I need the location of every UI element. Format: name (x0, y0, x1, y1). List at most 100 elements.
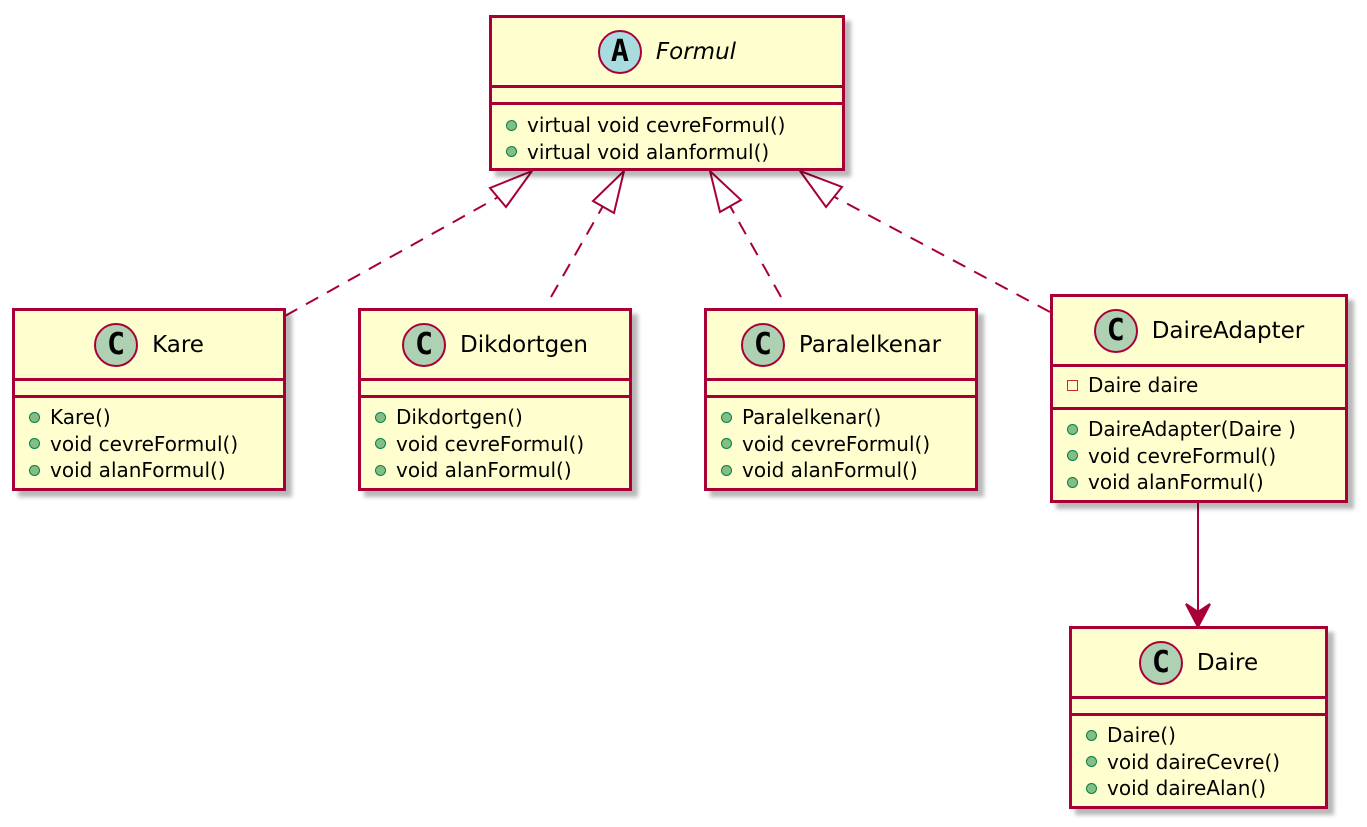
method-list: DaireAdapter(Daire ) void cevreFormul() … (1067, 416, 1337, 496)
method-text: void cevreFormul() (742, 431, 931, 456)
class-icon: C (402, 322, 447, 367)
class-daireadapter[interactable]: C DaireAdapter Daire daire DaireAdapter(… (1050, 294, 1348, 503)
method-text: Paralelkenar() (742, 405, 882, 430)
method-row: void daireAlan() (1086, 775, 1317, 802)
public-visibility-icon (1086, 756, 1097, 768)
private-visibility-icon (1067, 379, 1078, 391)
method-text: void daireCevre() (1107, 749, 1281, 774)
class-header: A Formul (492, 18, 842, 88)
class-name: Kare (152, 331, 204, 358)
attribute-separator (1072, 713, 1325, 716)
method-list: Dikdortgen() void cevreFormul() void ala… (375, 404, 621, 484)
method-text: Daire() (1107, 723, 1176, 748)
method-row: void cevreFormul() (1067, 443, 1337, 470)
method-row: DaireAdapter(Daire ) (1067, 416, 1337, 443)
public-visibility-icon (1086, 782, 1097, 794)
attribute-separator (707, 395, 975, 398)
public-visibility-icon (1067, 450, 1078, 462)
public-visibility-icon (1067, 423, 1078, 435)
method-row: void alanFormul() (721, 457, 967, 484)
public-visibility-icon (29, 464, 40, 476)
method-list: Paralelkenar() void cevreFormul() void a… (721, 404, 967, 484)
public-visibility-icon (1086, 729, 1097, 741)
attribute-separator (492, 102, 842, 105)
method-text: void cevreFormul() (50, 431, 239, 456)
class-daire[interactable]: C Daire Daire() void daireCevre() void d… (1069, 626, 1328, 809)
method-list: virtual void cevreFormul() virtual void … (506, 112, 834, 165)
public-visibility-icon (375, 411, 386, 423)
class-header: C DaireAdapter (1053, 297, 1345, 367)
relation-paralelkenar-formul (729, 205, 782, 298)
public-visibility-icon (29, 438, 40, 450)
class-icon: C (94, 322, 139, 367)
relation-daireadapter-formul (813, 185, 1051, 313)
class-icon: C (1138, 640, 1183, 685)
method-row: void cevreFormul() (29, 431, 275, 458)
public-visibility-icon (375, 464, 386, 476)
class-name: Formul (655, 38, 737, 65)
method-text: void alanFormul() (1088, 470, 1264, 495)
class-name: Dikdortgen (460, 331, 588, 358)
attribute-separator (15, 395, 283, 398)
method-text: void cevreFormul() (1088, 443, 1277, 468)
attribute-row: Daire daire (1067, 372, 1337, 399)
class-name: Daire (1196, 649, 1259, 676)
public-visibility-icon (506, 146, 517, 158)
method-text: void daireAlan() (1107, 776, 1267, 801)
class-header: C Daire (1072, 629, 1325, 699)
method-text: virtual void cevreFormul() (527, 113, 786, 138)
public-visibility-icon (1067, 476, 1078, 488)
method-row: void daireCevre() (1086, 749, 1317, 776)
method-text: DaireAdapter(Daire ) (1088, 417, 1296, 442)
public-visibility-icon (721, 464, 732, 476)
method-row: void alanFormul() (29, 457, 275, 484)
class-formul[interactable]: A Formul virtual void cevreFormul() virt… (489, 15, 845, 171)
method-row: void alanFormul() (375, 457, 621, 484)
method-row: virtual void alanformul() (506, 139, 834, 166)
method-row: Daire() (1086, 722, 1317, 749)
class-name: DaireAdapter (1151, 317, 1305, 344)
method-text: Kare() (50, 405, 111, 430)
method-row: void cevreFormul() (375, 431, 621, 458)
relation-dikdortgen-formul (550, 205, 604, 298)
method-text: virtual void alanformul() (527, 139, 770, 164)
arrowhead-daireadapter-formul (797, 168, 844, 209)
public-visibility-icon (721, 411, 732, 423)
public-visibility-icon (506, 119, 517, 131)
public-visibility-icon (375, 438, 386, 450)
method-list: Daire() void daireCevre() void daireAlan… (1086, 722, 1317, 802)
method-row: Dikdortgen() (375, 404, 621, 431)
method-text: void alanFormul() (396, 458, 572, 483)
method-text: void cevreFormul() (396, 431, 585, 456)
method-row: virtual void cevreFormul() (506, 112, 834, 139)
class-header: C Kare (15, 311, 283, 381)
class-name: Paralelkenar (798, 331, 942, 358)
class-kare[interactable]: C Kare Kare() void cevreFormul() void al… (12, 308, 286, 491)
class-dikdortgen[interactable]: C Dikdortgen Dikdortgen() void cevreForm… (358, 308, 632, 491)
attribute-list: Daire daire (1067, 372, 1337, 399)
arrowhead-kare-formul (488, 168, 535, 209)
class-icon: C (740, 322, 785, 367)
abstract-class-icon: A (597, 29, 642, 74)
method-list: Kare() void cevreFormul() void alanFormu… (29, 404, 275, 484)
class-icon: C (1093, 308, 1138, 353)
method-text: void alanFormul() (50, 458, 226, 483)
method-text: void alanFormul() (742, 458, 918, 483)
method-row: void alanFormul() (1067, 469, 1337, 496)
arrowhead-paralelkenar-formul (708, 167, 743, 214)
arrowhead-dikdortgen-formul (591, 167, 626, 215)
attribute-text: Daire daire (1088, 373, 1199, 398)
class-header: C Paralelkenar (707, 311, 975, 381)
method-row: Kare() (29, 404, 275, 431)
relation-kare-formul (284, 185, 519, 317)
class-header: C Dikdortgen (361, 311, 629, 381)
attribute-separator (1053, 407, 1345, 410)
method-row: void cevreFormul() (721, 431, 967, 458)
public-visibility-icon (721, 438, 732, 450)
method-text: Dikdortgen() (396, 405, 523, 430)
method-row: Paralelkenar() (721, 404, 967, 431)
class-paralelkenar[interactable]: C Paralelkenar Paralelkenar() void cevre… (704, 308, 978, 491)
arrowhead-daireadapter-daire (1185, 603, 1211, 630)
public-visibility-icon (29, 411, 40, 423)
